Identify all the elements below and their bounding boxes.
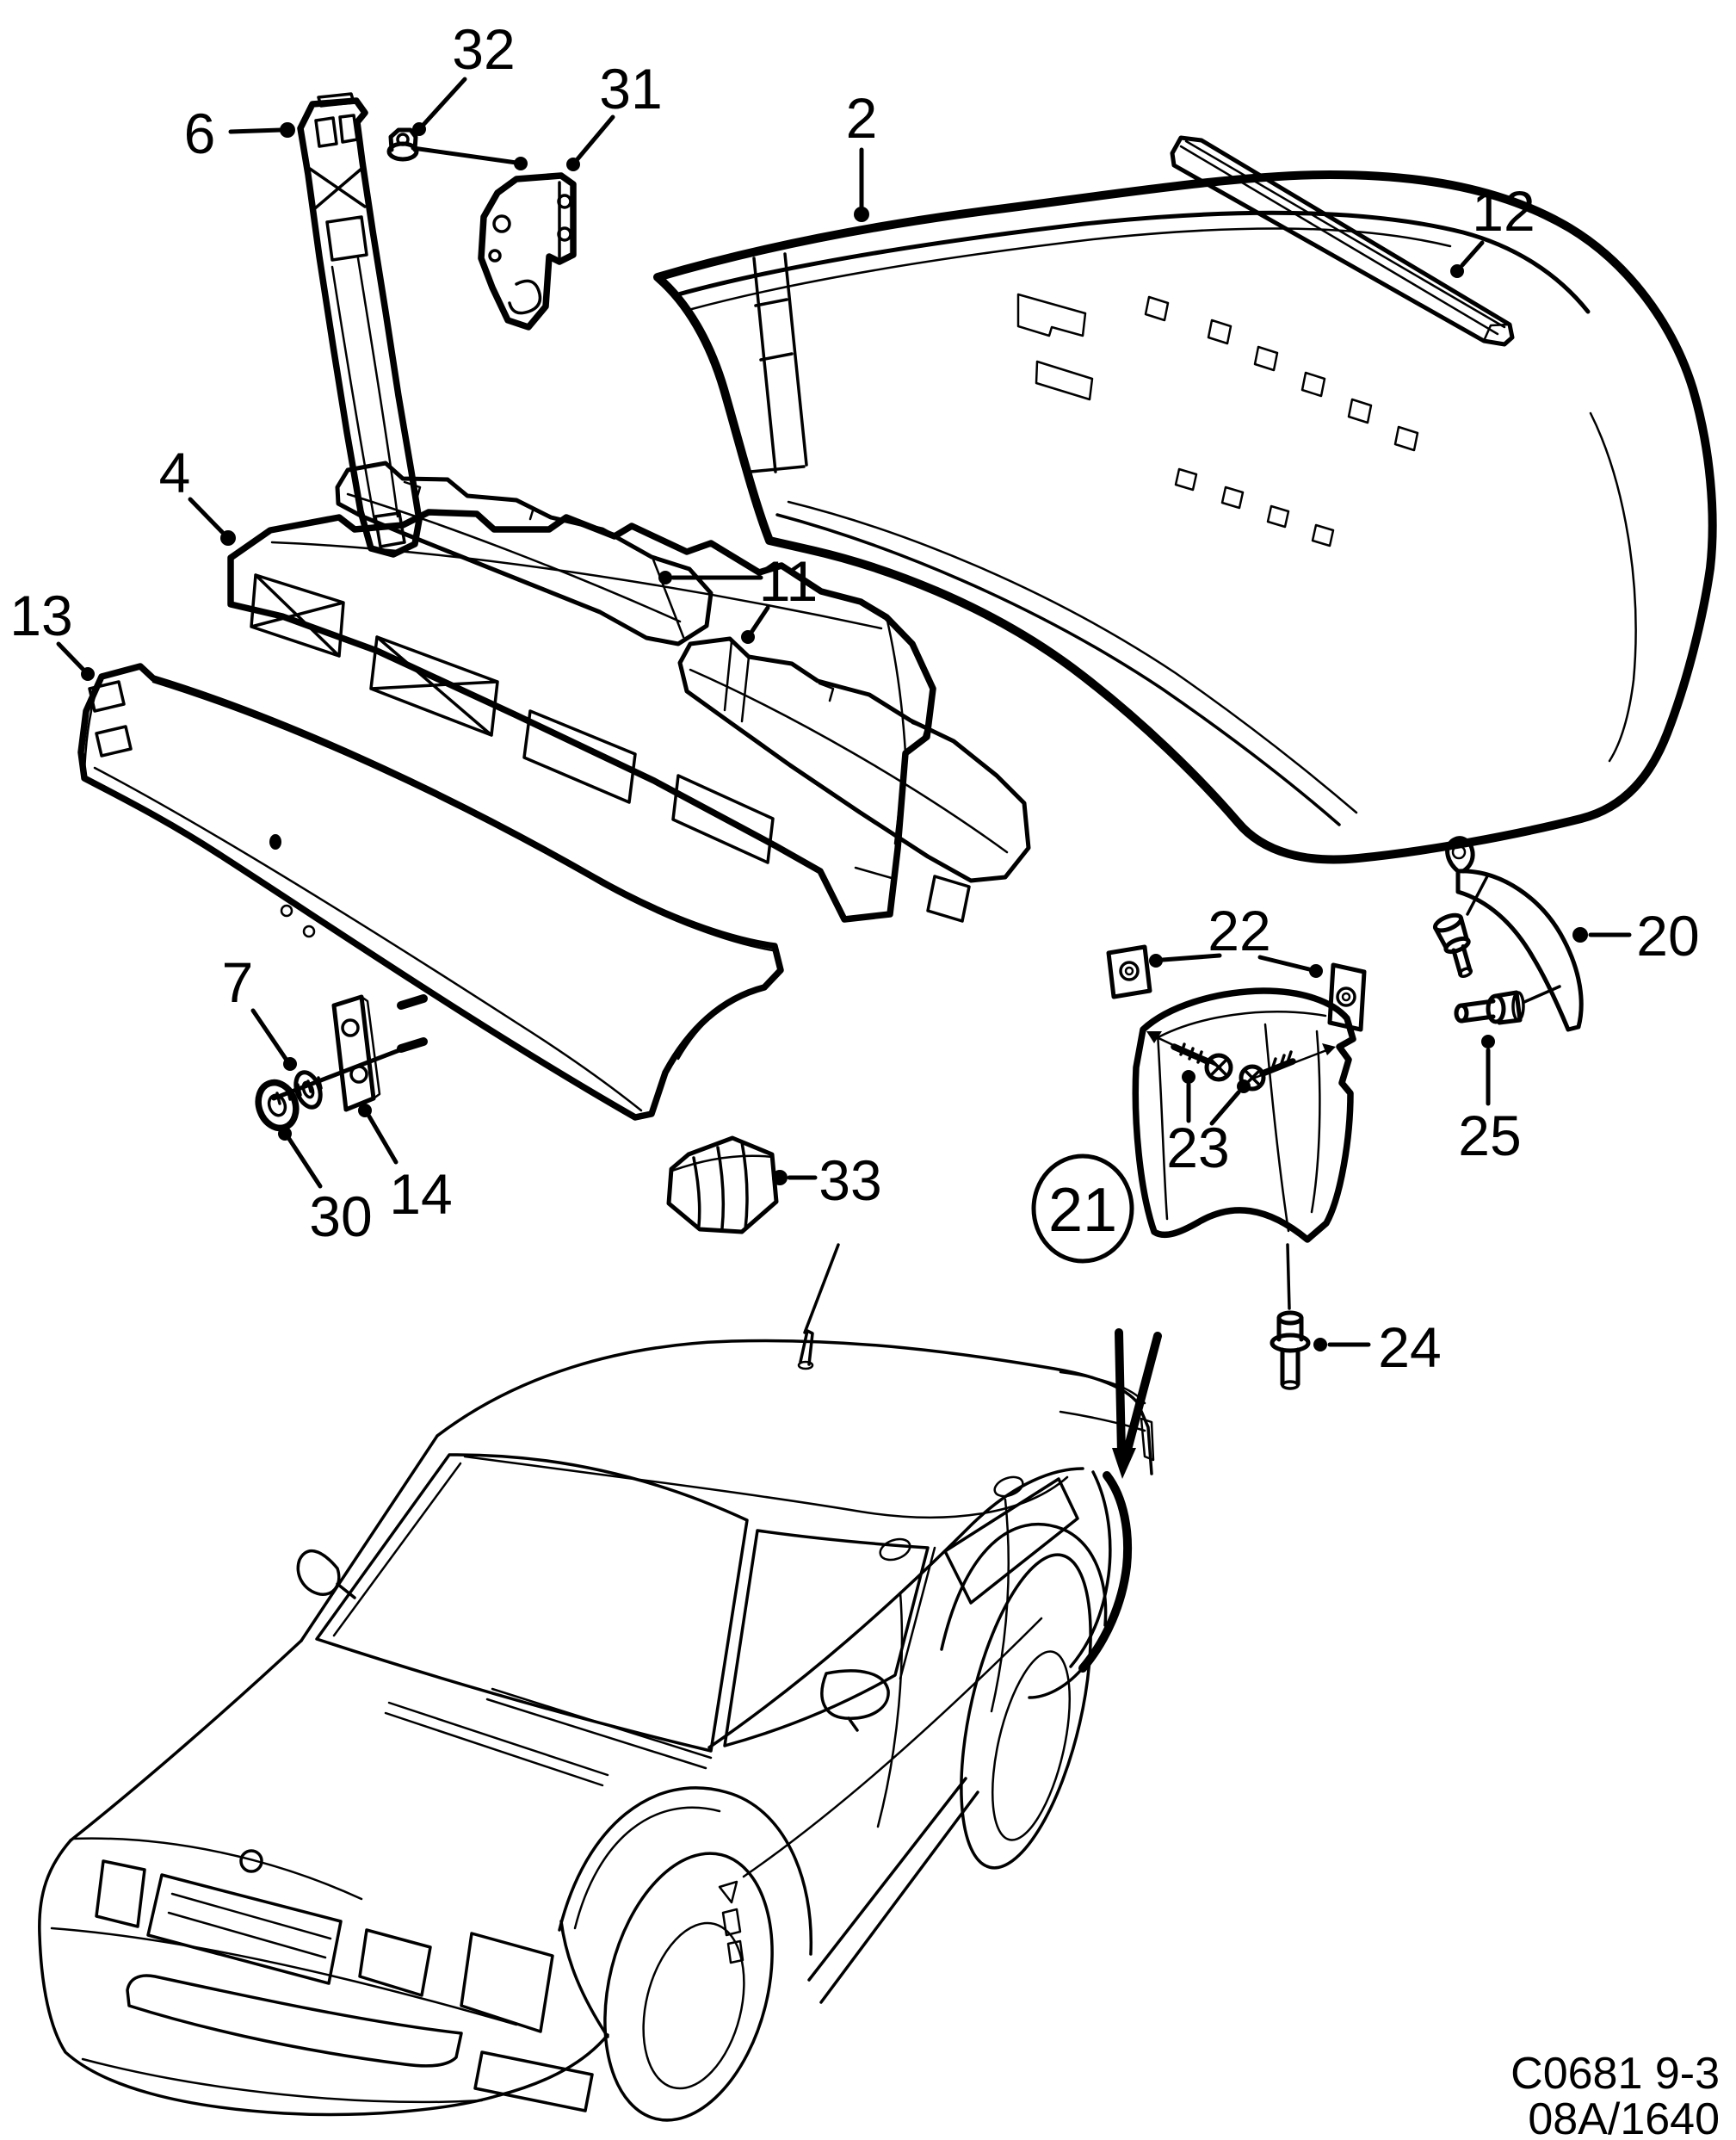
callout-14: 14 [358, 1104, 453, 1226]
callout-20-label: 20 [1636, 904, 1699, 968]
callout-23: 23 [1166, 1070, 1251, 1179]
callout-22-label: 22 [1208, 899, 1270, 962]
location-arrow [1112, 1328, 1162, 1479]
callout-32-label: 32 [452, 17, 515, 81]
part-32-nut [386, 127, 419, 162]
part-4-energy-absorber [227, 509, 936, 923]
callout-32: 32 [411, 17, 528, 170]
callout-22: 22 [1149, 899, 1323, 978]
callout-7: 7 [222, 950, 297, 1071]
callout-7-label: 7 [222, 950, 254, 1014]
callout-21-label: 21 [1048, 1176, 1117, 1245]
callout-4: 4 [159, 441, 236, 546]
figure-ref: 08A/1640 [1528, 2094, 1720, 2140]
leader-cover-to-rivet [1286, 1243, 1291, 1310]
location-leader-line [803, 1243, 840, 1334]
callout-31-label: 31 [599, 57, 662, 121]
callout-14-label: 14 [389, 1162, 452, 1226]
callout-25: 25 [1458, 1035, 1522, 1167]
callout-23-label: 23 [1166, 1116, 1229, 1179]
callout-13: 13 [9, 584, 95, 681]
part-33-clamp [666, 1135, 779, 1234]
callout-33: 33 [772, 1148, 882, 1212]
part-12-trim-strip [1170, 135, 1515, 347]
callout-31: 31 [566, 57, 663, 171]
callout-12-label: 12 [1472, 179, 1535, 243]
part-24-rivet [1270, 1310, 1311, 1390]
part-31-mounting-bracket [478, 172, 577, 331]
callout-33-label: 33 [819, 1148, 881, 1212]
callout-30-label: 30 [309, 1184, 372, 1248]
callout-20: 20 [1572, 904, 1700, 968]
callout-21-circled: 21 [1031, 1153, 1134, 1264]
part-2-bumper-cover [653, 170, 1717, 864]
callout-25-label: 25 [1458, 1104, 1521, 1167]
upper-stud [1432, 912, 1473, 979]
car-illustration [38, 1329, 1155, 2122]
figure-code: C0681 9-3 [1511, 2049, 1720, 2099]
callout-24: 24 [1313, 1315, 1442, 1379]
callout-6: 6 [184, 102, 295, 165]
part-25-stud [1454, 985, 1561, 1025]
callout-12: 12 [1450, 179, 1535, 278]
callout-13-label: 13 [9, 584, 72, 647]
part-14-anchor-plate [331, 994, 381, 1112]
callout-4-label: 4 [159, 441, 191, 504]
callout-11-label: 11 [759, 549, 819, 613]
callout-30: 30 [278, 1127, 373, 1248]
figure-footer: C0681 9-3 08A/1640 [1511, 2049, 1720, 2140]
callout-2-label: 2 [846, 86, 878, 150]
part-11-upper-rail [335, 461, 714, 646]
part-6-side-bracket [297, 92, 423, 558]
callout-6-label: 6 [184, 102, 216, 165]
callout-2: 2 [846, 86, 878, 222]
leader-dot [280, 122, 295, 138]
part-20-arch-trim [1432, 836, 1584, 1032]
callout-11: 11 [658, 549, 818, 644]
callout-24-label: 24 [1378, 1315, 1441, 1379]
part-13-bumper-beam [77, 663, 784, 1121]
part-11-lower-rail [677, 636, 1031, 923]
part-23-screws [1171, 1042, 1296, 1092]
